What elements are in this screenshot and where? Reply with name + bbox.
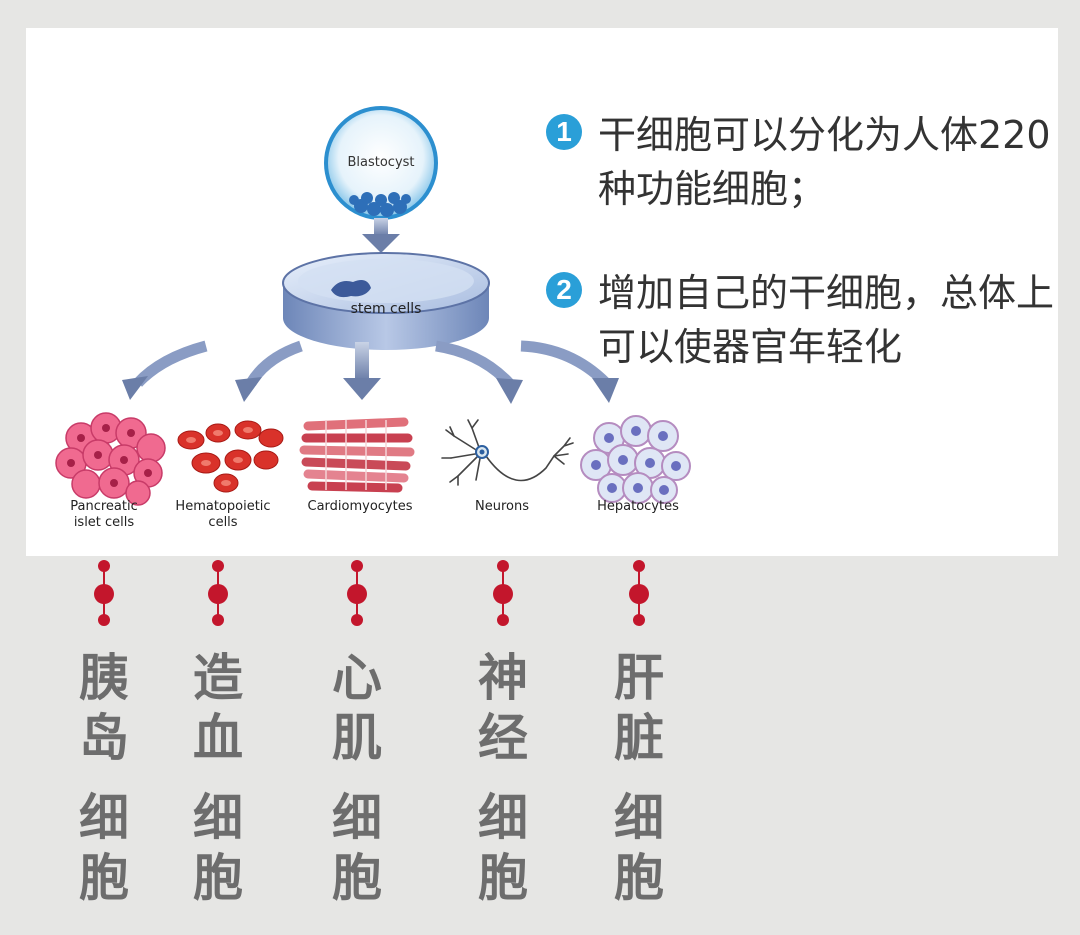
label-neurons: 神经 细胞 xyxy=(478,649,528,907)
cell-label-pancreatic-line1: Pancreatic xyxy=(70,499,138,514)
cell-label-neurons: Neurons xyxy=(475,499,529,514)
label-hematopoietic-cells: 造血 细胞 xyxy=(193,649,243,907)
point-2-text: 增加自己的干细胞，总体上可以使器官年轻化 xyxy=(598,271,1055,369)
arrow-to-dish xyxy=(362,218,400,253)
pancreatic-islet-cells-illustration xyxy=(55,412,166,506)
blastocyst-label: Blastocyst xyxy=(347,155,414,170)
arrow-heads xyxy=(122,342,619,404)
connector-pancreatic xyxy=(93,560,115,630)
stem-cells-label: stem cells xyxy=(351,301,422,317)
connector-neurons xyxy=(492,560,514,630)
connector-cardiomyocytes xyxy=(346,560,368,630)
cell-label-pancreatic-line2: islet cells xyxy=(74,515,135,530)
cell-label-hepatocytes: Hepatocytes xyxy=(597,499,679,514)
point-1-text: 干细胞可以分化为人体220种功能细胞； xyxy=(598,113,1051,211)
connector-hepatocytes xyxy=(628,560,650,630)
differentiation-arrows xyxy=(133,340,610,387)
cardiomyocytes-illustration xyxy=(299,417,415,493)
blastocyst: Blastocyst xyxy=(324,106,438,220)
point-1: 1 干细胞可以分化为人体220种功能细胞； xyxy=(546,108,1076,216)
cell-label-cardiomyocytes: Cardiomyocytes xyxy=(308,499,413,514)
number-badge-2: 2 xyxy=(546,272,582,308)
cell-label-hematopoietic-line1: Hematopoietic xyxy=(175,499,270,514)
connector-hematopoietic xyxy=(207,560,229,630)
petri-dish: stem cells xyxy=(282,252,490,350)
number-badge-1: 1 xyxy=(546,114,582,150)
differentiation-diagram: Blastocyst stem cells xyxy=(55,106,691,530)
label-cardiomyocytes: 心肌 细胞 xyxy=(332,649,382,907)
label-pancreatic-islet-cells: 胰岛 细胞 xyxy=(79,649,129,907)
point-2: 2 增加自己的干细胞，总体上可以使器官年轻化 xyxy=(546,266,1076,374)
cell-label-hematopoietic-line2: cells xyxy=(208,515,237,530)
label-hepatocytes: 肝脏 细胞 xyxy=(614,649,664,907)
hematopoietic-cells-illustration xyxy=(177,420,284,493)
neurons-illustration xyxy=(441,419,574,486)
content-card: Blastocyst stem cells xyxy=(26,28,1058,556)
hepatocytes-illustration xyxy=(580,415,691,504)
